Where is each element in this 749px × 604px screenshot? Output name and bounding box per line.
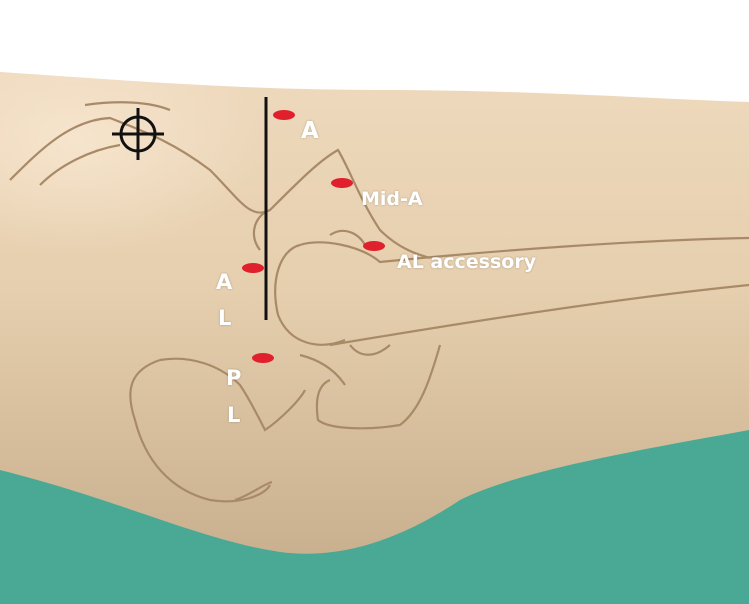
label-anterolateral-l: L xyxy=(218,306,232,330)
skin-highlight xyxy=(0,72,380,300)
label-anterolateral-a: A xyxy=(216,270,233,294)
portal-marker-al-accessory xyxy=(363,241,385,251)
portal-marker-anterolateral xyxy=(242,263,264,273)
portal-marker-posterolateral xyxy=(252,353,274,363)
crosshair-icon xyxy=(112,108,164,160)
portal-marker-anterior xyxy=(273,110,295,120)
label-posterolateral-l: L xyxy=(227,403,241,427)
label-anterior: A xyxy=(301,118,319,144)
portal-markers xyxy=(242,110,385,363)
label-mid-anterior: Mid-A xyxy=(361,188,423,210)
label-al-accessory: AL accessory xyxy=(397,251,537,273)
label-posterolateral-p: P xyxy=(226,366,242,390)
bone-outlines xyxy=(9,101,749,503)
portal-marker-mid-anterior xyxy=(331,178,353,188)
